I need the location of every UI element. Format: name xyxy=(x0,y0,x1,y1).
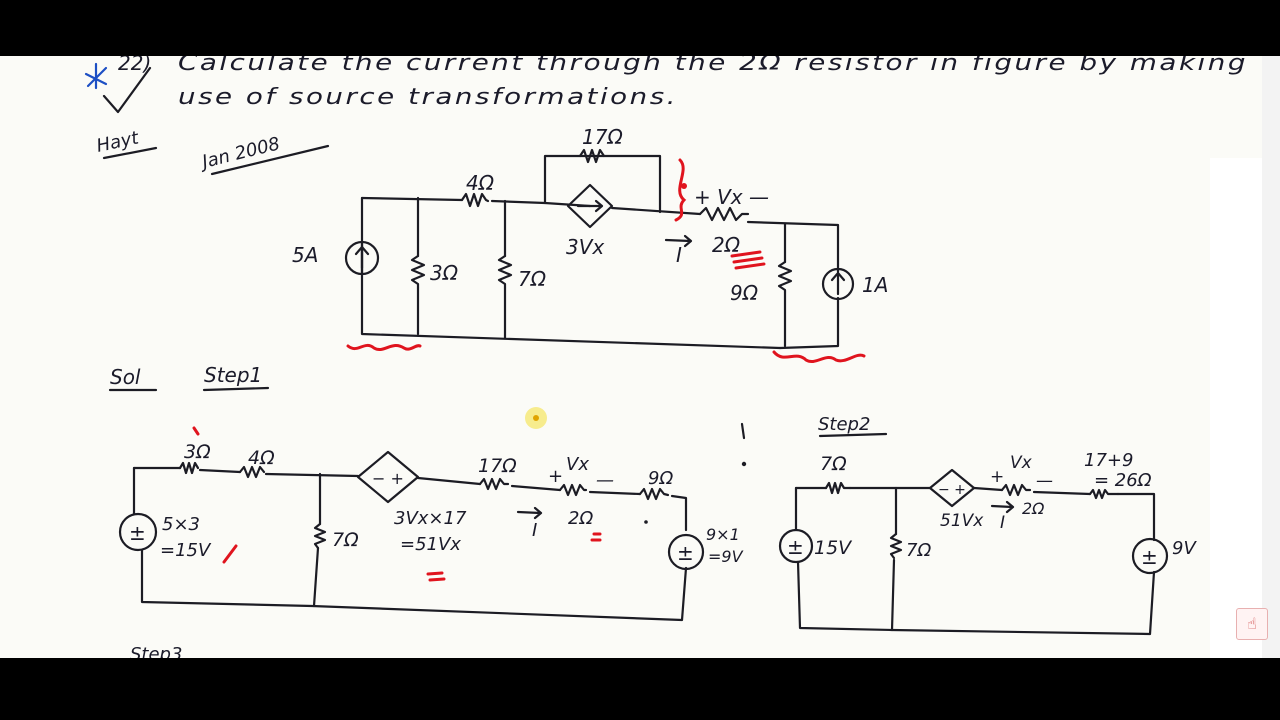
letterbox-top xyxy=(0,0,1280,56)
scanned-notes-page: 22) Calculate the current through the 2Ω… xyxy=(0,56,1280,658)
r4-label: 4Ω xyxy=(466,171,495,195)
problem-statement: 22) Calculate the current through the 2Ω… xyxy=(84,56,1248,114)
s2-src-label: 15V xyxy=(814,537,853,559)
s1-r7-label: 7Ω xyxy=(332,529,359,551)
letterbox-bottom xyxy=(0,658,1280,720)
s2-srcr-label: 9V xyxy=(1172,538,1197,559)
step1-heading: Step1 xyxy=(204,363,262,387)
original-circuit: 17Ω 4Ω 5A 3Ω 7Ω 3Vx + Vx — I 2Ω 9Ω 1A xyxy=(292,125,888,363)
s2-r2-label: 2Ω xyxy=(1022,499,1045,518)
margin-notes: Hayt Jan 2008 xyxy=(95,127,330,176)
svg-text:− +: − + xyxy=(938,482,966,498)
step2-heading: Step2 xyxy=(818,414,870,435)
s1-minus: — xyxy=(596,470,614,491)
s1-srcr-a: 9×1 xyxy=(706,525,740,544)
s1-srcr-b: =9V xyxy=(708,547,744,566)
red-dot xyxy=(681,183,687,189)
s1-i-label: I xyxy=(532,520,537,541)
step2-circuit: ± ± − + 7Ω 15V 7Ω 51Vx + Vx — I 2Ω 17+9 … xyxy=(778,450,1197,636)
svg-text:±: ± xyxy=(129,521,146,545)
r3-label: 3Ω xyxy=(430,261,459,285)
s2-r7top-label: 7Ω xyxy=(820,453,847,475)
svg-text:±: ± xyxy=(787,535,804,559)
svg-text:±: ± xyxy=(1141,545,1158,569)
problem-line-1: Calculate the current through the 2Ω res… xyxy=(178,56,1248,76)
s1-r2-label: 2Ω xyxy=(568,508,593,529)
svg-text:− +: − + xyxy=(372,469,404,488)
dep-source-label: 3Vx xyxy=(566,235,604,259)
cursor-highlight xyxy=(525,407,547,429)
s1-vx-label: Vx xyxy=(566,454,589,475)
current-i-label: I xyxy=(676,243,682,267)
s1-r9-label: 9Ω xyxy=(648,468,673,489)
scrollbar[interactable] xyxy=(1262,56,1280,658)
s2-r7-label: 7Ω xyxy=(906,540,931,561)
s1-dep-a: 3Vx×17 xyxy=(394,508,467,529)
s1-dep-b: =51Vx xyxy=(400,534,461,555)
s1-src-a: 5×3 xyxy=(162,514,200,535)
s2-minus: — xyxy=(1036,471,1053,491)
star-mark xyxy=(84,62,152,114)
step3-heading: Step3 xyxy=(130,644,182,658)
r2-label: 2Ω xyxy=(712,233,741,257)
s2-r-b: = 26Ω xyxy=(1094,470,1152,491)
src-1a-label: 1A xyxy=(862,273,888,297)
step1-circuit: ± ± − + 3Ω 4Ω 5×3 =15V 7Ω 3Vx×17 =51Vx 1… xyxy=(118,426,744,622)
r7-label: 7Ω xyxy=(518,267,547,291)
s2-vx-label: Vx xyxy=(1010,453,1033,473)
r9-label: 9Ω xyxy=(730,281,759,305)
s1-src-b: =15V xyxy=(160,540,212,561)
vx-label: + Vx — xyxy=(694,185,769,209)
problem-number: 22) xyxy=(118,56,151,75)
solution-headings: Sol Step1 Step2 Step3 xyxy=(108,363,888,658)
svg-text:±: ± xyxy=(677,541,694,565)
sol-heading: Sol xyxy=(110,365,141,389)
problem-line-2: use of source transformations. xyxy=(178,85,678,110)
s2-r-a: 17+9 xyxy=(1084,450,1133,471)
s2-dep-label: 51Vx xyxy=(940,511,984,531)
r17-label: 17Ω xyxy=(582,125,623,149)
s1-plus: + xyxy=(548,466,563,487)
s1-r17-label: 17Ω xyxy=(478,455,517,477)
src-5a-label: 5A xyxy=(292,243,318,267)
s2-i-label: I xyxy=(1000,513,1005,533)
s2-plus: + xyxy=(990,467,1004,487)
s1-r3-label: 3Ω xyxy=(184,441,211,463)
s1-r4-label: 4Ω xyxy=(248,447,275,469)
hand-icon[interactable]: ☝ xyxy=(1236,608,1268,640)
notes-drawing: 22) Calculate the current through the 2Ω… xyxy=(84,56,1248,658)
